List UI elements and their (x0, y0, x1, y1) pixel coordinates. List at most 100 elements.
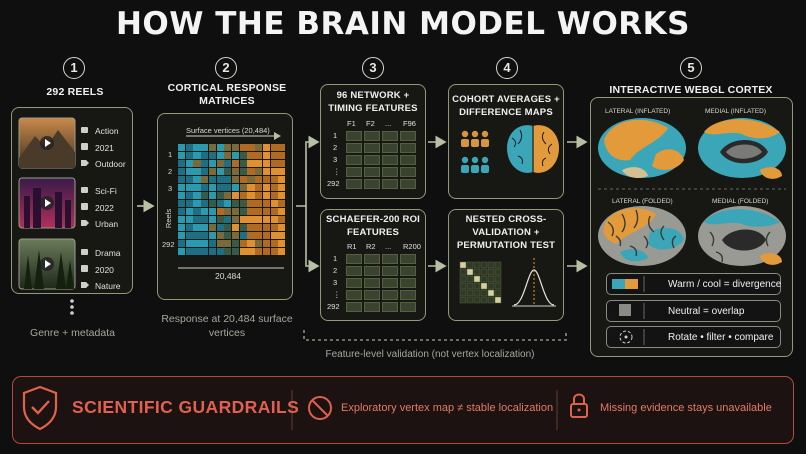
heatmap-cell (270, 192, 278, 200)
reel-3-year: 2020 (95, 265, 114, 275)
cv-fold-cell (494, 282, 502, 290)
heatmap-cell (247, 184, 255, 192)
table-cell (364, 179, 380, 189)
table-cell (346, 167, 362, 177)
heatmap-cell (270, 160, 278, 168)
heatmap-cell (193, 248, 201, 256)
heatmap-cell (185, 160, 193, 168)
brain-medial-inflated[interactable] (698, 118, 786, 179)
reel-thumb-1[interactable] (18, 117, 76, 169)
heatmap-cell (255, 248, 263, 256)
heatmap-cell (255, 240, 263, 248)
heatmap-cell (278, 208, 286, 216)
table-row-label: 1 (333, 131, 338, 140)
matrix-bottom-label: 20,484 (215, 271, 241, 281)
heatmap-cell (224, 224, 232, 232)
heatmap-cell (185, 168, 193, 176)
heatmap-cell (178, 200, 186, 208)
heatmap-cell (224, 160, 232, 168)
table-cell (346, 302, 362, 312)
heatmap-cell (255, 184, 263, 192)
heatmap-cell (247, 152, 255, 160)
heatmap-cell (201, 176, 209, 184)
cv-fold-cell (466, 282, 474, 290)
heatmap-cell (278, 216, 286, 224)
reel-thumb-2[interactable] (18, 177, 76, 229)
cv-fold-cell (487, 275, 495, 283)
table-row-label: ⋮ (333, 167, 341, 176)
cv-fold-cell (487, 296, 495, 304)
table-col-header: ... (385, 119, 392, 128)
heatmap-cell (216, 208, 224, 216)
brain-medial-folded[interactable] (698, 206, 786, 266)
cv-fold-cell (473, 282, 481, 290)
heatmap-cell (278, 224, 286, 232)
heatmap-cell (255, 216, 263, 224)
heatmap-cell (224, 192, 232, 200)
heatmap-cell (185, 200, 193, 208)
heatmap-cell (185, 224, 193, 232)
heatmap-cell (201, 200, 209, 208)
heatmap-cell (255, 160, 263, 168)
table-cell (364, 131, 380, 141)
heatmap-cell (185, 176, 193, 184)
heatmap-cell (247, 160, 255, 168)
heatmap-cell (232, 240, 240, 248)
heatmap-cell (216, 160, 224, 168)
heatmap-cell (270, 240, 278, 248)
heatmap-cell (216, 232, 224, 240)
heatmap-cell (208, 160, 216, 168)
heatmap-cell (262, 232, 270, 240)
cv-fold-cell (459, 275, 467, 283)
response-heatmap (178, 144, 286, 256)
heatmap-cell (262, 216, 270, 224)
table-row-label: ⋮ (333, 290, 341, 299)
table-cell (346, 278, 362, 288)
legend-controls[interactable] (606, 326, 781, 348)
reel-3-setting: Nature (95, 281, 121, 291)
table-cell (382, 278, 398, 288)
table-row-label: 3 (333, 155, 338, 164)
heatmap-cell (193, 216, 201, 224)
heatmap-cell (178, 144, 186, 152)
heatmap-cell (262, 224, 270, 232)
heatmap-cell (185, 216, 193, 224)
heatmap-cell (185, 208, 193, 216)
view-label-medial-inflated: MEDIAL (INFLATED) (705, 108, 767, 115)
heatmap-cell (270, 216, 278, 224)
step-1-caption: Genre + metadata (30, 327, 115, 339)
heatmap-cell (262, 160, 270, 168)
table-row-label: 1 (333, 254, 338, 263)
heatmap-cell (216, 152, 224, 160)
arrow-2-3b (305, 206, 320, 273)
heatmap-cell (178, 240, 186, 248)
heatmap-cell (208, 208, 216, 216)
table-cell (382, 266, 398, 276)
table-col-header: F96 (403, 119, 416, 128)
view-label-medial-folded: MEDIAL (FOLDED) (712, 198, 769, 205)
heatmap-cell (232, 224, 240, 232)
table-cell (382, 179, 398, 189)
heatmap-cell (255, 152, 263, 160)
table-cell (364, 143, 380, 153)
view-label-lateral-inflated: LATERAL (INFLATED) (605, 108, 671, 115)
table-cell (364, 278, 380, 288)
heatmap-cell (185, 152, 193, 160)
table-row-label: 2 (333, 266, 338, 275)
heatmap-cell (247, 176, 255, 184)
heatmap-cell (178, 176, 186, 184)
brain-lateral-folded[interactable] (598, 206, 686, 266)
guardrail-missing-evidence: Missing evidence stays unavailable (600, 402, 772, 414)
prohibited-icon (308, 396, 332, 420)
heatmap-cell (201, 168, 209, 176)
table-cell (382, 155, 398, 165)
table-cell (382, 167, 398, 177)
brain-lateral-inflated[interactable] (598, 118, 686, 178)
table-cell (364, 302, 380, 312)
reel-thumb-3[interactable] (18, 238, 76, 290)
heatmap-cell (224, 184, 232, 192)
heatmap-cell (278, 240, 286, 248)
